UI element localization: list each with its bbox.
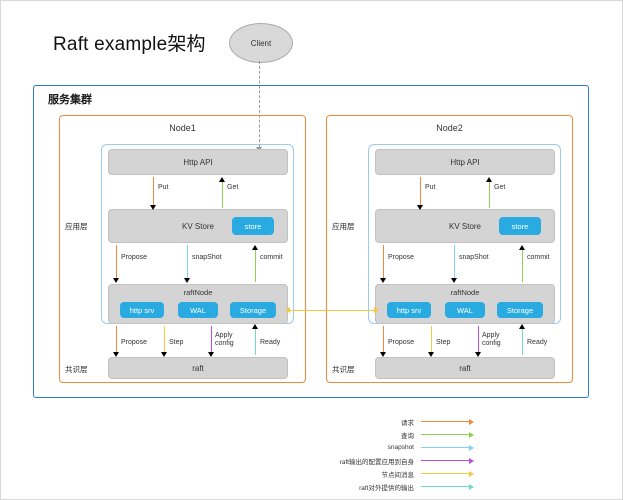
node1-apply-config-arrow	[208, 326, 215, 357]
node2-propose-raft-arrow	[380, 326, 387, 357]
node1-propose-raft-arrow	[113, 326, 120, 357]
node2-get-arrow	[486, 177, 493, 208]
node1-ready-label: Ready	[260, 339, 281, 346]
node2-commit-arrow	[519, 245, 526, 282]
legend-item-snapshot: snapshot	[289, 441, 474, 454]
node1-propose-kv-label: Propose	[121, 254, 148, 261]
node1-storage-chip: Storage	[230, 302, 276, 318]
node1-http-srv-chip: http srv	[120, 302, 164, 318]
node2-http-srv-chip: http srv	[387, 302, 431, 318]
node1-put-label: Put	[158, 184, 169, 191]
node1-consensus-layer-label: 共识层	[65, 365, 88, 374]
node2-apply-config-line2: config	[482, 340, 501, 347]
node1-frame	[59, 115, 306, 383]
legend-label-raft-output: raft对外提供的输出	[359, 484, 414, 492]
node2-raftnode-title: raftNode	[450, 288, 480, 297]
legend-item-request: 请求	[289, 415, 474, 428]
inter-node-message-arrow	[285, 307, 379, 314]
node1-step-label: Step	[169, 339, 184, 346]
node2-apply-config-label: Apply config	[482, 332, 501, 348]
service-cluster-frame	[33, 85, 589, 398]
legend: 请求 查询 snapshot raft输出的配置应用到自身 节点间消息 raft…	[289, 415, 474, 493]
node2-storage-chip: Storage	[497, 302, 543, 318]
node2-wal-chip: WAL	[445, 302, 485, 318]
legend-item-apply-config: raft输出的配置应用到自身	[289, 454, 474, 467]
node2-ready-arrow	[519, 324, 526, 355]
legend-item-node-message: 节点间消息	[289, 467, 474, 480]
node2-snapshot-label: snapShot	[459, 254, 489, 261]
legend-label-apply-config: raft输出的配置应用到自身	[339, 458, 414, 466]
legend-label-snapshot: snapshot	[387, 444, 414, 451]
legend-item-raft-output: raft对外提供的输出	[289, 480, 474, 493]
node2-apply-config-arrow	[475, 326, 482, 357]
node1-apply-config-line1: Apply	[215, 332, 233, 339]
node1-snapshot-arrow	[184, 245, 191, 283]
node1-application-layer-label: 应用层	[65, 222, 88, 231]
legend-arrow-node-message	[421, 470, 474, 477]
node1-wal-chip: WAL	[178, 302, 218, 318]
node1-propose-kv-arrow	[113, 245, 120, 283]
node2-store-chip: store	[499, 217, 541, 235]
node2-ready-label: Ready	[527, 339, 548, 346]
node2-frame	[326, 115, 573, 383]
node1-step-arrow	[161, 326, 168, 357]
node2-snapshot-arrow	[451, 245, 458, 283]
node1-store-chip: store	[232, 217, 274, 235]
node2-application-layer-label: 应用层	[332, 222, 355, 231]
legend-label-query: 查询	[401, 432, 414, 440]
node1-ready-arrow	[252, 324, 259, 355]
service-cluster-label: 服务集群	[48, 94, 92, 106]
node1-commit-arrow	[252, 245, 259, 282]
node2-put-arrow	[417, 177, 424, 210]
node1-get-arrow	[219, 177, 226, 208]
node1-propose-raft-label: Propose	[121, 339, 148, 346]
client-node: Client	[229, 23, 293, 63]
node2-http-api-box: Http API	[375, 149, 555, 175]
legend-arrow-snapshot	[421, 444, 474, 451]
node2-title: Node2	[436, 123, 463, 133]
node2-commit-label: commit	[527, 254, 550, 261]
legend-arrow-query	[421, 431, 474, 438]
node2-step-arrow	[428, 326, 435, 357]
node1-raftnode-title: raftNode	[183, 288, 213, 297]
node2-raft-box: raft	[375, 357, 555, 379]
node1-http-api-box: Http API	[108, 149, 288, 175]
node1-commit-label: commit	[260, 254, 283, 261]
client-label: Client	[250, 38, 272, 48]
node2-step-label: Step	[436, 339, 451, 346]
node2-get-label: Get	[494, 184, 506, 191]
legend-arrow-raft-output	[421, 483, 474, 490]
legend-label-node-message: 节点间消息	[381, 471, 415, 479]
legend-item-query: 查询	[289, 428, 474, 441]
node2-propose-kv-label: Propose	[388, 254, 415, 261]
node2-propose-kv-arrow	[380, 245, 387, 283]
page-title: Raft example架构	[53, 34, 206, 55]
node1-put-arrow	[150, 177, 157, 210]
node2-apply-config-line1: Apply	[482, 332, 500, 339]
node1-snapshot-label: snapShot	[192, 254, 222, 261]
node2-consensus-layer-label: 共识层	[332, 365, 355, 374]
node1-apply-config-label: Apply config	[215, 332, 234, 348]
legend-arrow-apply-config	[421, 457, 474, 464]
node1-apply-config-line2: config	[215, 340, 234, 347]
node1-get-label: Get	[227, 184, 239, 191]
node2-put-label: Put	[425, 184, 436, 191]
legend-arrow-request	[421, 418, 474, 425]
node1-raft-box: raft	[108, 357, 288, 379]
node1-title: Node1	[169, 123, 196, 133]
legend-label-request: 请求	[401, 419, 414, 427]
node2-propose-raft-label: Propose	[388, 339, 415, 346]
